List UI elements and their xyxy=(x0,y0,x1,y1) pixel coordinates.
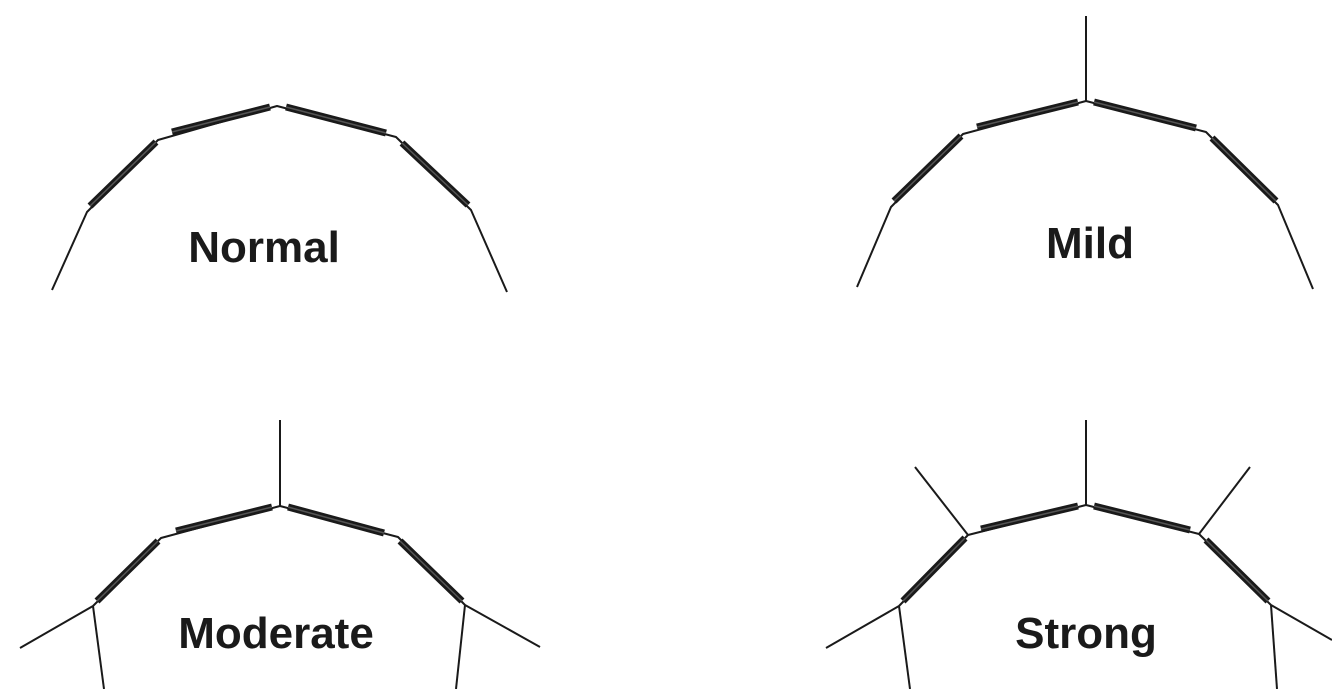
septum-strong-left-outer xyxy=(826,606,899,648)
label-strong: Strong xyxy=(1015,609,1157,658)
panel-moderate: Moderate xyxy=(20,420,540,689)
outline-moderate xyxy=(93,506,465,606)
shell-segment-core xyxy=(1206,540,1268,601)
septum-strong-right-outer xyxy=(1271,605,1332,640)
septum-moderate-right-outer xyxy=(465,605,540,647)
septum-strong-right-upper xyxy=(1199,467,1250,534)
shell-segment-core xyxy=(1212,138,1276,201)
shell-segment-core xyxy=(97,541,158,601)
septum-moderate-left-outer xyxy=(20,606,93,648)
shell-segment-core xyxy=(288,507,384,533)
shell-segments-mild xyxy=(894,102,1276,201)
shell-segment-core xyxy=(400,541,462,601)
label-moderate: Moderate xyxy=(178,609,374,658)
septum-strong-left-upper xyxy=(915,467,968,535)
panel-mild: Mild xyxy=(857,16,1313,289)
septum-moderate-left-down xyxy=(93,606,104,689)
shell-segment-core xyxy=(176,507,272,531)
label-normal: Normal xyxy=(188,223,340,272)
panel-normal: Normal xyxy=(52,106,507,292)
shell-segment-core xyxy=(172,107,270,132)
shell-segment-core xyxy=(894,136,961,201)
shell-segment-core xyxy=(286,107,386,133)
shell-segments-moderate xyxy=(97,507,462,601)
panel-strong: Strong xyxy=(826,420,1332,689)
shell-segment-core xyxy=(1094,102,1196,128)
label-mild: Mild xyxy=(1046,219,1134,268)
shell-segment-core xyxy=(1094,506,1190,530)
shell-segments-normal xyxy=(90,107,468,206)
shell-segment-core xyxy=(981,506,1078,529)
shell-segment-core xyxy=(402,143,468,205)
septum-strong-left-down xyxy=(899,606,910,689)
septum-moderate-right-down xyxy=(456,605,465,689)
shell-segment-core xyxy=(977,102,1078,127)
septum-strong-right-down xyxy=(1271,605,1277,689)
shell-segment-core xyxy=(90,142,156,206)
shell-segment-core xyxy=(903,538,965,601)
outline-strong xyxy=(899,505,1271,606)
